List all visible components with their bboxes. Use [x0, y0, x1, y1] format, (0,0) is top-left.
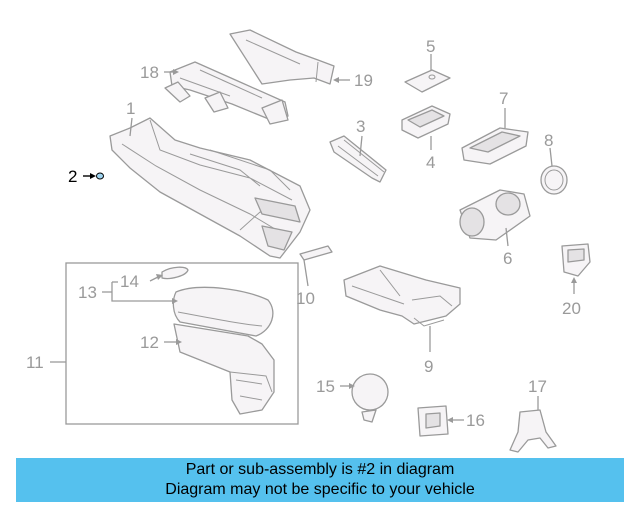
- part-13-armrest-lid: [172, 286, 274, 337]
- callout-2: 2: [68, 167, 77, 186]
- part-17-bracket: [509, 409, 557, 453]
- part-9-lower-bracket: [343, 265, 461, 327]
- part-16-clip-box: [417, 405, 449, 437]
- callout-16: 16: [466, 411, 485, 430]
- part-19-shifter-boot: [229, 29, 335, 85]
- info-banner: Part or sub-assembly is #2 in diagram Di…: [16, 458, 624, 502]
- callout-15: 15: [316, 377, 335, 396]
- callout-9: 9: [424, 357, 433, 376]
- part-4-cup-tray: [401, 105, 451, 139]
- callout-7: 7: [499, 89, 508, 108]
- callout-19: 19: [354, 71, 373, 90]
- callout-3: 3: [356, 117, 365, 136]
- callout-17: 17: [528, 377, 547, 396]
- part-8-round-cap: [540, 165, 568, 195]
- part-15-knob: [351, 373, 389, 423]
- callout-labels: 1 2 3 4 5 6 7 8 9 10 11 12 13 14 15 16 1…: [26, 37, 581, 430]
- part-10-plate: [299, 245, 333, 261]
- info-line-disclaimer: Diagram may not be specific to your vehi…: [165, 481, 475, 498]
- callout-1: 1: [126, 99, 135, 118]
- callout-20: 20: [562, 299, 581, 318]
- part-6-cup-holder: [459, 189, 531, 241]
- part-20-switch: [561, 243, 591, 277]
- callout-4: 4: [426, 153, 435, 172]
- callout-10: 10: [296, 289, 315, 308]
- callout-5: 5: [426, 37, 435, 56]
- callout-11: 11: [26, 353, 44, 372]
- part-5-lid: [404, 69, 451, 93]
- callout-6: 6: [503, 249, 512, 268]
- part-3-bracket: [329, 135, 387, 183]
- part-7-tray: [461, 127, 529, 165]
- part-1-console-body: [109, 117, 311, 259]
- armrest-group-box: [65, 262, 299, 425]
- part-18-shifter-bracket: [164, 61, 289, 125]
- info-line-part-number: Part or sub-assembly is #2 in diagram: [185, 461, 455, 478]
- callout-18: 18: [140, 63, 159, 82]
- leader-lines: [50, 54, 577, 423]
- part-12-armrest-base: [173, 323, 275, 415]
- part-14-pad: [161, 266, 189, 280]
- callout-12: 12: [140, 333, 159, 352]
- callout-8: 8: [544, 131, 553, 150]
- callout-13: 13: [78, 283, 97, 302]
- part-2-clip: [96, 172, 104, 180]
- callout-14: 14: [120, 272, 139, 291]
